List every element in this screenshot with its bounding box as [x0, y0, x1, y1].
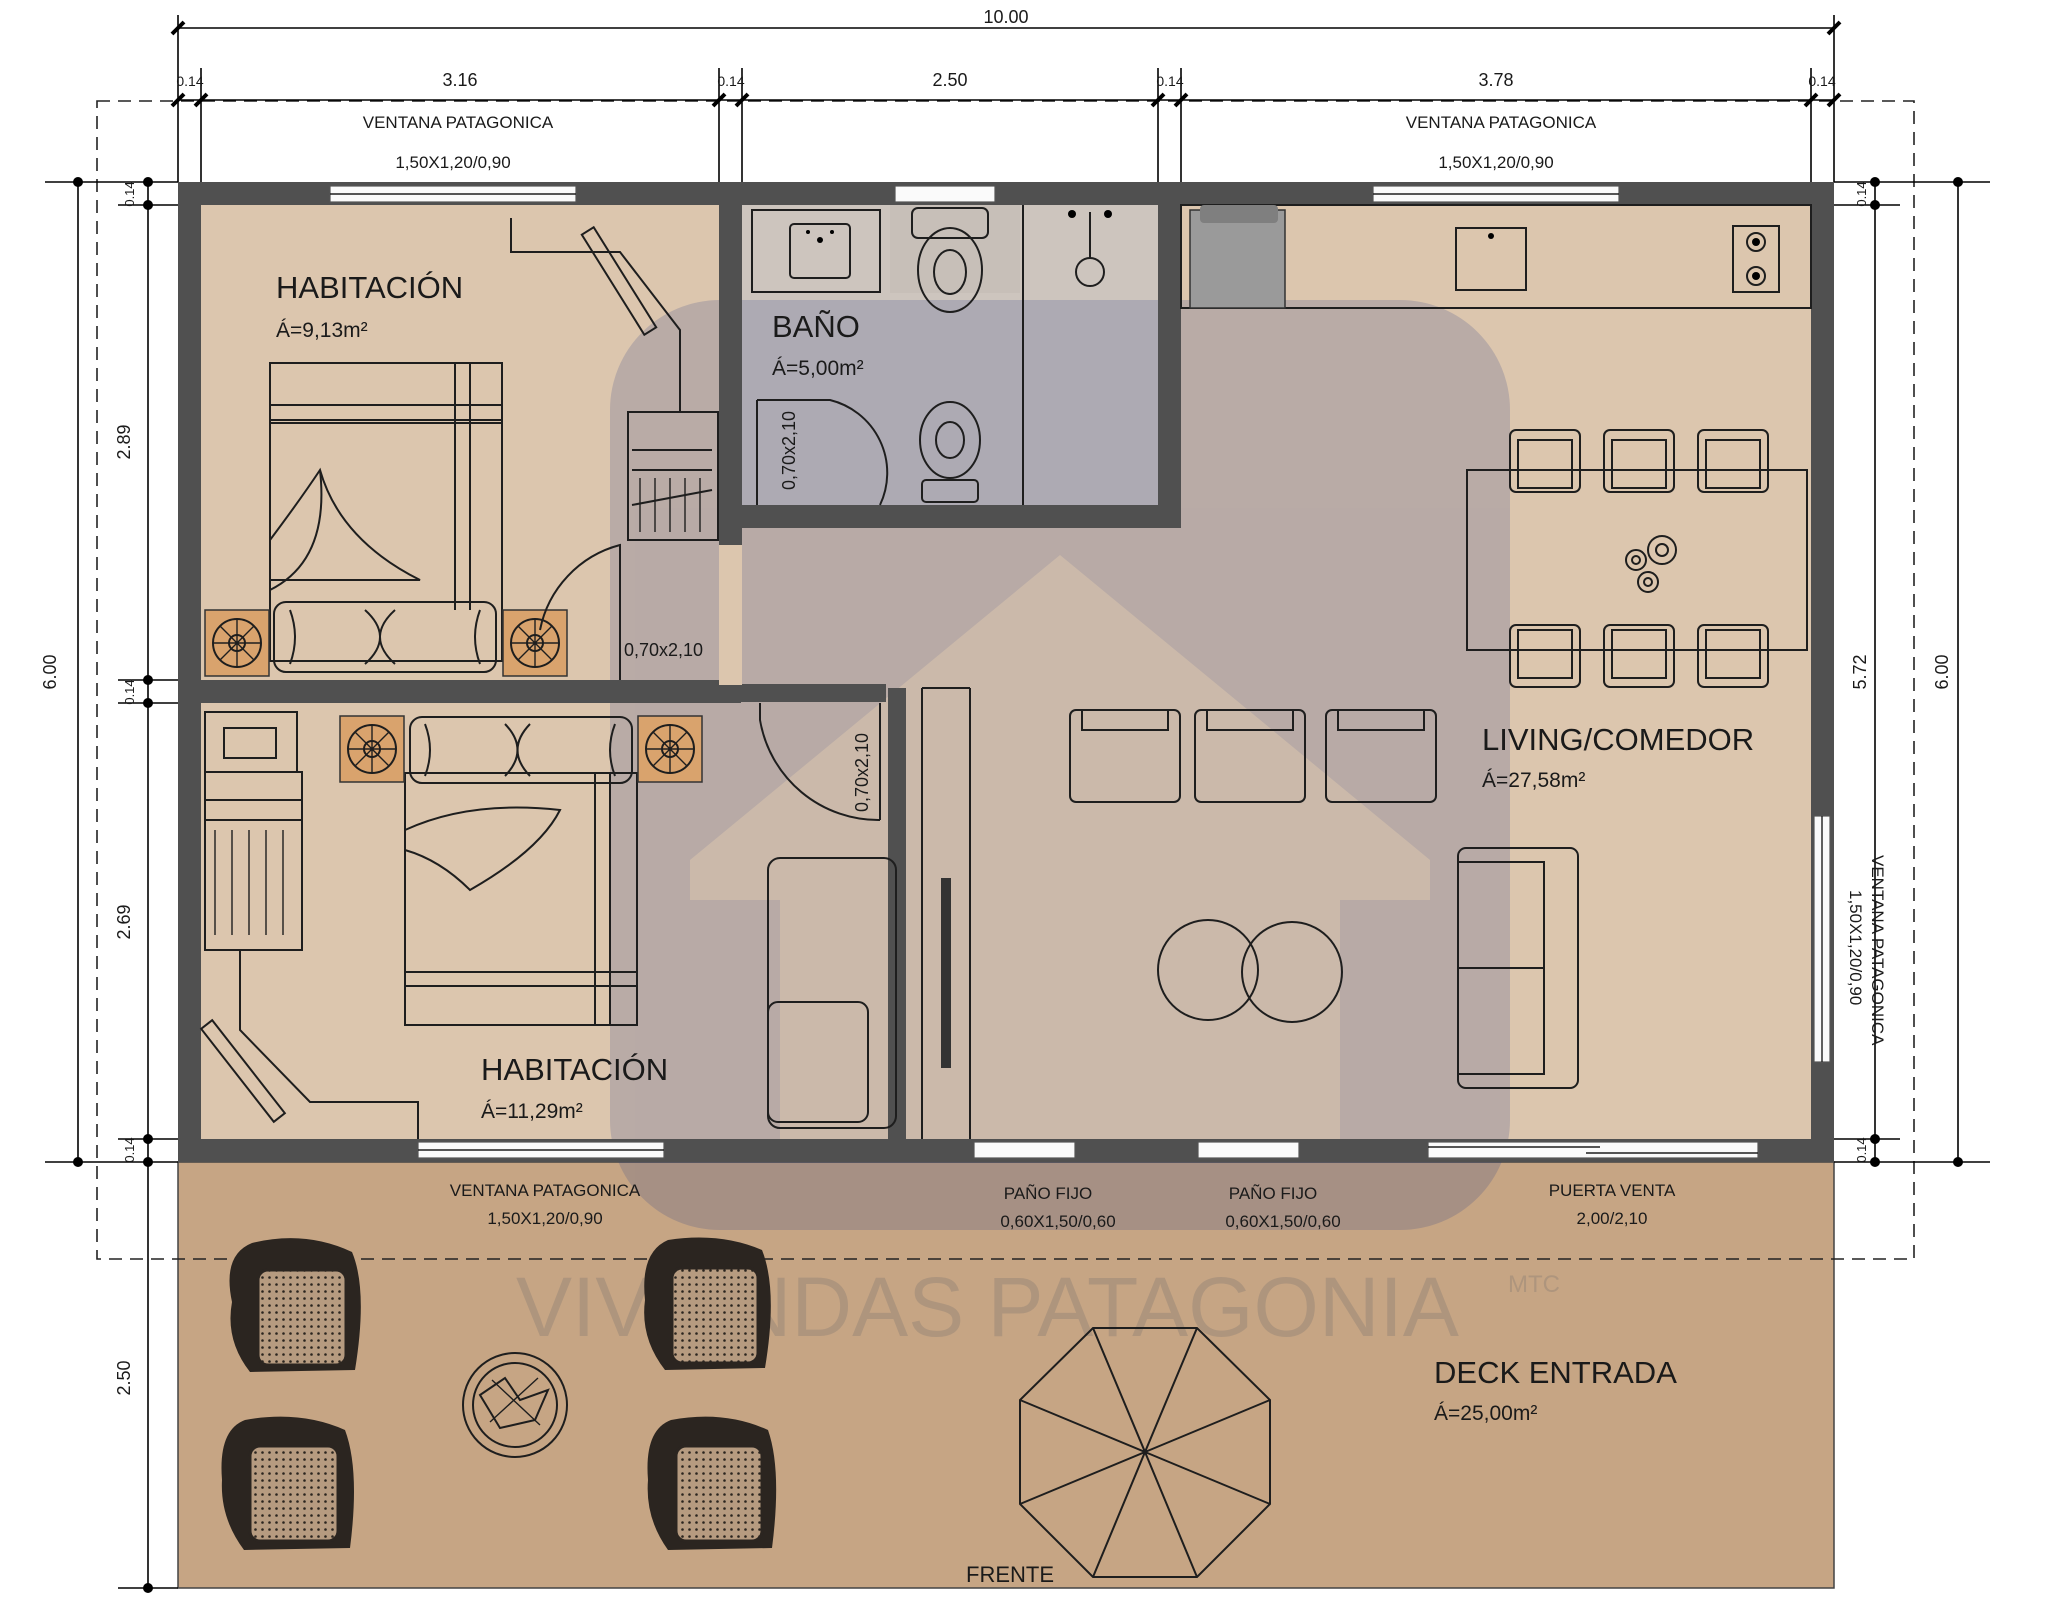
dim-left-seg-2: 2.89	[114, 424, 134, 459]
bathroom-bidet	[919, 401, 981, 503]
room-bedroom-2-name: HABITACIÓN	[481, 1052, 668, 1087]
dim-top-seg-4: 2.50	[932, 70, 967, 90]
deck-chair-4	[647, 1416, 777, 1550]
bed-1	[269, 362, 503, 673]
nightstand-2a	[339, 715, 405, 783]
kitchen-sink	[1455, 227, 1527, 291]
deck-chair-1	[229, 1238, 361, 1372]
window-top-right-size: 1,50X1,20/0,90	[1438, 153, 1553, 172]
watermark-suffix-text: MTC	[1508, 1271, 1560, 1298]
room-bedroom-1-area: Á=9,13m²	[276, 319, 368, 342]
desk-bedroom-2	[767, 857, 897, 1129]
door-bathroom-label: 0,70x2,10	[779, 411, 799, 490]
window-bottom-left-size: 1,50X1,20/0,90	[487, 1209, 602, 1228]
window-fixed-1-size: 0,60X1,50/0,60	[1000, 1212, 1115, 1231]
window-right-size: 1,50X1,20/0,90	[1846, 890, 1865, 1005]
room-living-name: LIVING/COMEDOR	[1482, 722, 1754, 757]
dim-left-seg-4: 2.69	[114, 904, 134, 939]
fridge	[1189, 209, 1286, 309]
window-top-right-name: VENTANA PATAGONICA	[1406, 113, 1597, 132]
door-bedroom-1-label: 0,70x2,10	[624, 640, 703, 660]
bed-2	[404, 716, 638, 1026]
kitchen-counter	[1180, 204, 1812, 309]
deck-chair-2	[644, 1237, 771, 1370]
door-window-size: 2,00/2,10	[1577, 1209, 1648, 1228]
door-bedroom-1: 0,70x2,10	[539, 543, 703, 680]
window-openings	[329, 185, 1831, 1159]
bathroom-sink	[751, 209, 881, 293]
room-deck-name: DECK ENTRADA	[1434, 1355, 1677, 1390]
room-living-area: Á=27,58m²	[1482, 769, 1585, 792]
dim-top-seg-1: 0.14	[176, 73, 203, 89]
dimension-lines	[45, 15, 1990, 1593]
dim-top-seg-6: 3.78	[1478, 70, 1513, 90]
deck-chair-3	[221, 1416, 354, 1550]
roof-outline	[96, 100, 1915, 1260]
nightstand-1a	[204, 609, 270, 677]
dim-top-seg-7: 0.14	[1808, 73, 1835, 89]
room-bathroom-name: BAÑO	[772, 309, 860, 344]
dim-deck-depth: 2.50	[114, 1360, 134, 1395]
dim-top-seg-5: 0.14	[1156, 73, 1183, 89]
deck-area	[177, 1161, 1835, 1589]
room-bathroom-area: Á=5,00m²	[772, 357, 864, 380]
room-bedroom-1-name: HABITACIÓN	[276, 270, 463, 305]
window-bottom-left-name: VENTANA PATAGONICA	[450, 1181, 641, 1200]
shower-area	[1022, 205, 1112, 505]
door-bathroom: 0,70x2,10	[756, 399, 889, 506]
sofa	[1457, 847, 1579, 1089]
window-top-left-name: VENTANA PATAGONICA	[363, 113, 554, 132]
nightstand-1b	[502, 609, 568, 677]
dim-left-total: 6.00	[40, 654, 60, 689]
dim-top-seg-3: 0.14	[717, 73, 744, 89]
dim-right-seg-1: 0.14	[1854, 181, 1869, 206]
dim-left-seg-5: 0.14	[122, 1137, 137, 1162]
closet-2	[199, 711, 419, 1139]
nightstand-2b	[637, 715, 703, 783]
stove	[1732, 225, 1780, 293]
umbrella	[1019, 1327, 1271, 1578]
watermark-house-icon	[610, 300, 1510, 1230]
front-label: FRENTE	[966, 1562, 1054, 1587]
armchairs	[1069, 709, 1437, 803]
dim-right-total: 6.00	[1932, 654, 1952, 689]
door-bedroom-2-label: 0,70x2,10	[852, 733, 872, 812]
dining-table	[1466, 469, 1808, 651]
coffee-tables	[1157, 919, 1343, 1023]
window-fixed-2-size: 0,60X1,50/0,60	[1225, 1212, 1340, 1231]
window-fixed-2-name: PAÑO FIJO	[1229, 1184, 1317, 1203]
door-window-name: PUERTA VENTA	[1549, 1181, 1676, 1200]
closet-1	[510, 218, 719, 541]
dim-left-seg-3: 0.14	[122, 679, 137, 704]
bathroom-toilet	[911, 207, 989, 313]
door-bedroom-2: 0,70x2,10	[759, 703, 881, 822]
hall-sliding-door	[921, 687, 971, 1139]
room-deck-area: Á=25,00m²	[1434, 1402, 1537, 1425]
dim-right-inner: 5.72	[1850, 654, 1870, 689]
room-bedroom-2-area: Á=11,29m²	[481, 1100, 583, 1123]
fire-pit	[462, 1352, 568, 1458]
window-right-name: VENTANA PATAGONICA	[1868, 855, 1887, 1046]
dining-chairs	[1509, 429, 1769, 688]
window-top-left-size: 1,50X1,20/0,90	[395, 153, 510, 172]
dim-left-seg-1: 0.14	[122, 181, 137, 206]
dim-total-width: 10.00	[983, 7, 1028, 27]
dim-top-seg-2: 3.16	[442, 70, 477, 90]
dim-right-seg-2: 0.14	[1854, 1137, 1869, 1162]
window-fixed-1-name: PAÑO FIJO	[1004, 1184, 1092, 1203]
